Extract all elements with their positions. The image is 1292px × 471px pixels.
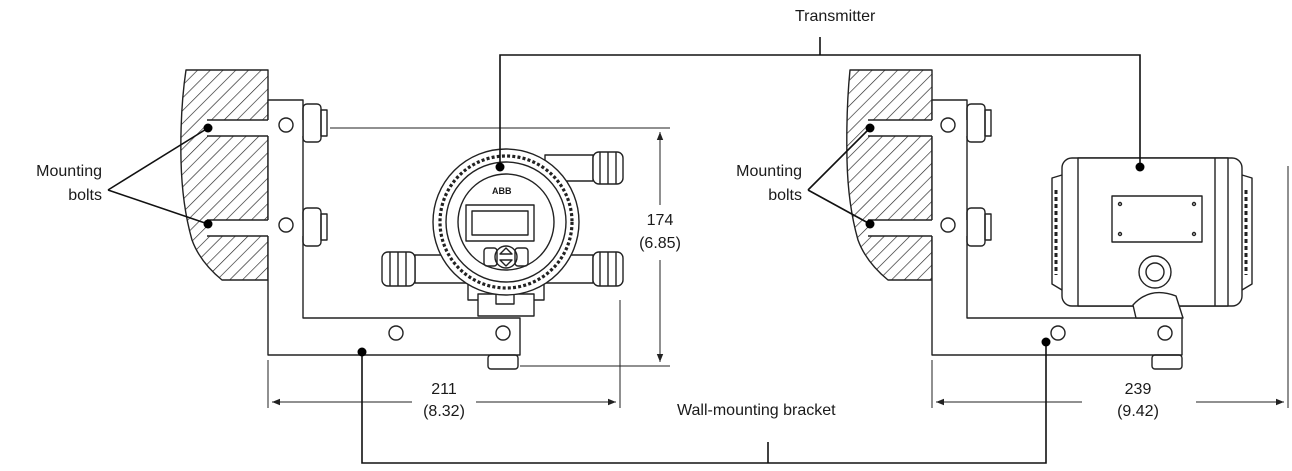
mounting-bolts-right-line1: Mounting [736, 163, 802, 180]
left-wall [180, 69, 269, 281]
right-wall [846, 69, 933, 281]
width-left-dimension-in: (8.32) [423, 403, 465, 420]
mounting-bolts-left-line2: bolts [68, 187, 102, 204]
width-right-dimension-in: (9.42) [1117, 403, 1159, 420]
transmitter-label: Transmitter [795, 8, 876, 25]
left-transmitter [381, 148, 624, 317]
width-left-dimension-mm: 211 [431, 381, 457, 398]
mounting-bolts-right-line2: bolts [768, 187, 802, 204]
wall-bracket-label: Wall-mounting bracket [677, 402, 836, 419]
right-transmitter [1051, 157, 1253, 319]
left-bracket [207, 99, 521, 370]
mounting-bolts-left-line1: Mounting [36, 163, 102, 180]
width-right-dimension-mm: 239 [1124, 381, 1152, 398]
height-dimension-mm: 174 [646, 212, 674, 229]
height-dimension-in: (6.85) [639, 235, 681, 252]
abb-logo: ABB [492, 186, 512, 196]
